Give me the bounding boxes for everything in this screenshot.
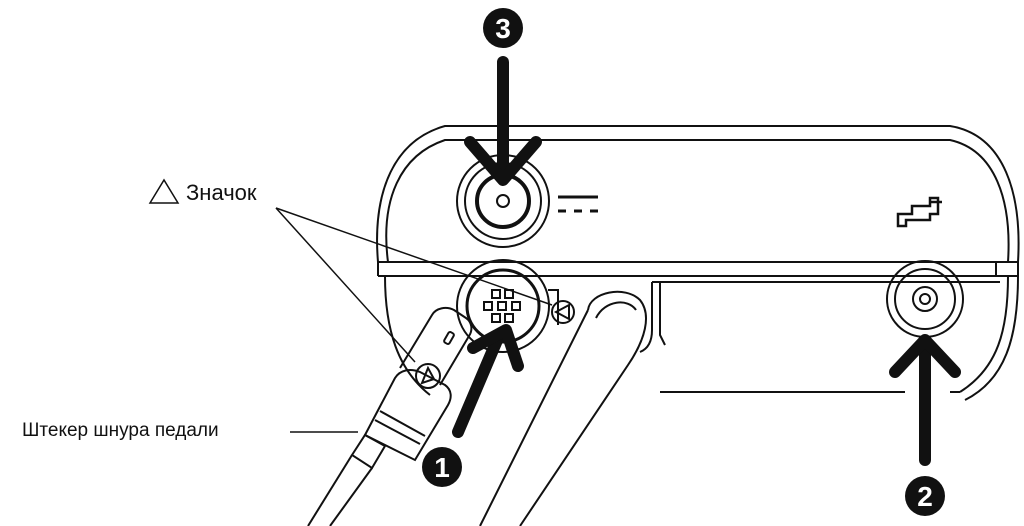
triangle-mark-icon xyxy=(148,178,180,204)
arrow-1 xyxy=(452,324,524,438)
dc-power-port xyxy=(456,154,550,248)
callout-number-3: 3 xyxy=(495,13,511,44)
mark-label: Значок xyxy=(186,180,257,205)
dc-power-symbol-icon xyxy=(558,195,598,213)
callout-number-2: 2 xyxy=(917,481,933,512)
callout-badge-2: 2 xyxy=(905,476,945,516)
callout-badge-1: 1 xyxy=(422,447,462,487)
hose xyxy=(479,290,647,526)
arrow-2 xyxy=(889,334,961,466)
water-port xyxy=(886,260,964,338)
arrow-3 xyxy=(464,56,542,186)
leader-lines xyxy=(275,207,553,433)
plug-triangle-mark-icon xyxy=(415,363,441,389)
water-faucet-icon xyxy=(896,196,942,228)
socket-triangle-mark-icon xyxy=(551,300,575,324)
mark-label-group: Значок xyxy=(148,178,257,205)
callout-number-1: 1 xyxy=(434,452,450,483)
callout-badge-3: 3 xyxy=(483,8,523,48)
plug-label: Штекер шнура педали xyxy=(22,420,219,441)
pedal-plug xyxy=(307,306,473,526)
